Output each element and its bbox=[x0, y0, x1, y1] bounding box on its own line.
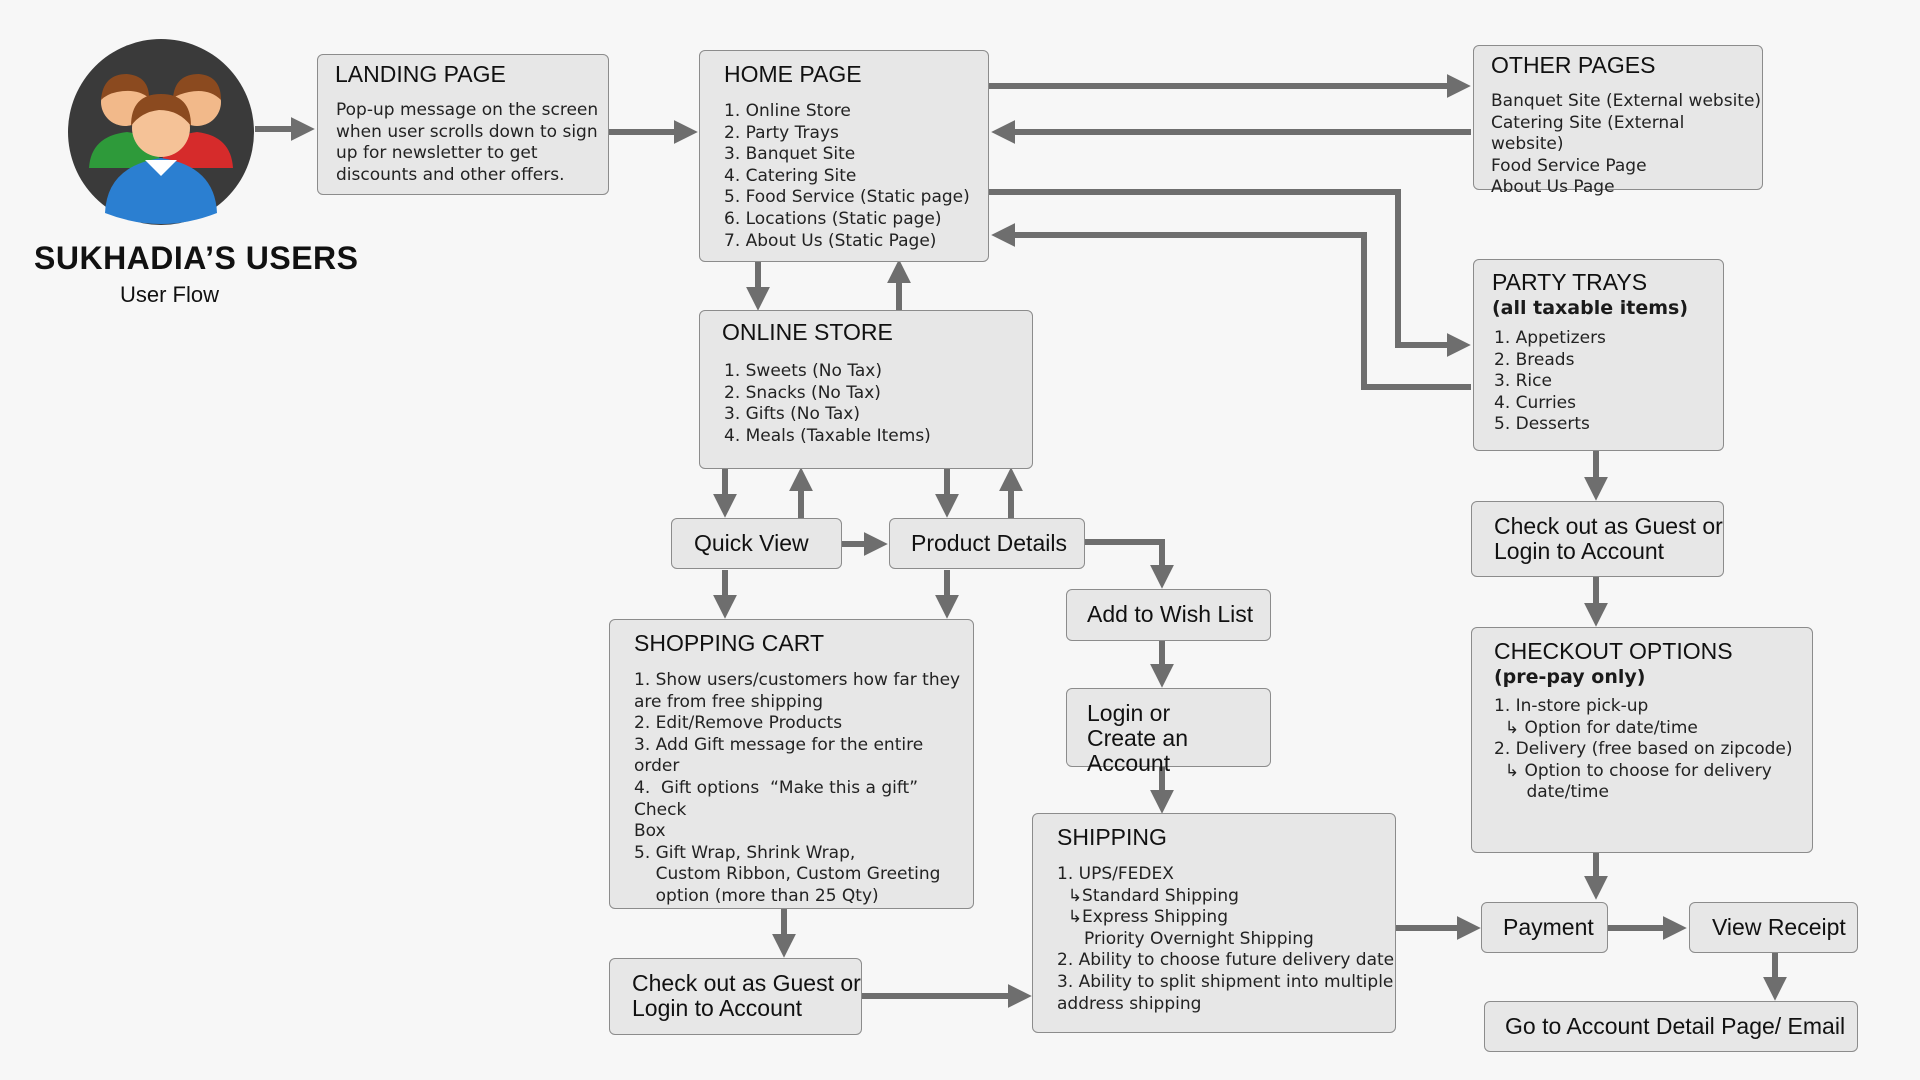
landing-page-box: LANDING PAGE Pop-up message on the scree… bbox=[317, 54, 609, 195]
landing-page-title: LANDING PAGE bbox=[335, 61, 506, 87]
shopping-cart-title: SHOPPING CART bbox=[634, 630, 824, 656]
arrow-product-to-wishlist bbox=[1085, 539, 1174, 589]
checkout-options-list: 1. In-store pick-up ↳ Option for date/ti… bbox=[1494, 696, 1793, 803]
view-receipt-box: View Receipt bbox=[1689, 902, 1858, 953]
other-pages-title: OTHER PAGES bbox=[1491, 52, 1656, 78]
account-detail-label: Go to Account Detail Page/ Email bbox=[1505, 1013, 1846, 1039]
users-group-icon bbox=[68, 39, 254, 225]
login-create-label: Login or Create an Account bbox=[1087, 700, 1189, 776]
product-details-box: Product Details bbox=[889, 518, 1085, 569]
checkout-guest-label-left: Check out as Guest or Login to Account bbox=[632, 970, 861, 1021]
online-store-list: 1. Sweets (No Tax) 2. Snacks (No Tax) 3.… bbox=[724, 361, 931, 446]
other-pages-list: Banquet Site (External website) Catering… bbox=[1491, 91, 1762, 198]
party-trays-subtitle: (all taxable items) bbox=[1492, 297, 1689, 319]
view-receipt-label: View Receipt bbox=[1712, 914, 1846, 940]
landing-page-body: Pop-up message on the screen when user s… bbox=[336, 100, 599, 185]
checkout-options-title: CHECKOUT OPTIONS bbox=[1494, 638, 1733, 664]
shipping-list: 1. UPS/FEDEX ↳Standard Shipping ↳Express… bbox=[1057, 864, 1395, 1014]
checkout-guest-label-right: Check out as Guest or Login to Account bbox=[1494, 513, 1723, 564]
online-store-title: ONLINE STORE bbox=[722, 319, 893, 345]
payment-box: Payment bbox=[1481, 902, 1608, 953]
party-trays-box: PARTY TRAYS (all taxable items) 1. Appet… bbox=[1473, 259, 1724, 451]
quick-view-box: Quick View bbox=[671, 518, 842, 569]
arrow-home-to-trays bbox=[989, 189, 1471, 357]
home-page-box: HOME PAGE 1. Online Store 2. Party Trays… bbox=[699, 50, 989, 262]
shipping-box: SHIPPING 1. UPS/FEDEX ↳Standard Shipping… bbox=[1032, 813, 1396, 1033]
checkout-guest-box-left: Check out as Guest or Login to Account bbox=[609, 958, 862, 1035]
page-subtitle: User Flow bbox=[120, 282, 220, 307]
arrow-trays-to-home bbox=[991, 223, 1471, 390]
login-create-box: Login or Create an Account bbox=[1066, 688, 1271, 776]
checkout-options-subtitle: (pre-pay only) bbox=[1494, 666, 1646, 688]
home-page-list: 1. Online Store 2. Party Trays 3. Banque… bbox=[724, 101, 970, 251]
party-trays-list: 1. Appetizers 2. Breads 3. Rice 4. Curri… bbox=[1494, 328, 1606, 435]
page-title: SUKHADIA’S USERS bbox=[34, 240, 359, 276]
home-page-title: HOME PAGE bbox=[724, 61, 862, 87]
quick-view-label: Quick View bbox=[694, 530, 809, 556]
wish-list-label: Add to Wish List bbox=[1087, 601, 1254, 627]
shopping-cart-box: SHOPPING CART 1. Show users/customers ho… bbox=[609, 619, 974, 909]
shipping-title: SHIPPING bbox=[1057, 824, 1167, 850]
other-pages-box: OTHER PAGES Banquet Site (External websi… bbox=[1473, 45, 1763, 197]
product-details-label: Product Details bbox=[911, 530, 1067, 556]
checkout-options-box: CHECKOUT OPTIONS (pre-pay only) 1. In-st… bbox=[1471, 627, 1813, 853]
shopping-cart-list: 1. Show users/customers how far they are… bbox=[634, 670, 961, 906]
party-trays-title: PARTY TRAYS bbox=[1492, 269, 1648, 295]
payment-label: Payment bbox=[1503, 914, 1594, 940]
account-detail-box: Go to Account Detail Page/ Email bbox=[1484, 1001, 1858, 1052]
wish-list-box: Add to Wish List bbox=[1066, 589, 1271, 641]
online-store-box: ONLINE STORE 1. Sweets (No Tax) 2. Snack… bbox=[699, 310, 1033, 469]
checkout-guest-box-right: Check out as Guest or Login to Account bbox=[1471, 501, 1724, 577]
